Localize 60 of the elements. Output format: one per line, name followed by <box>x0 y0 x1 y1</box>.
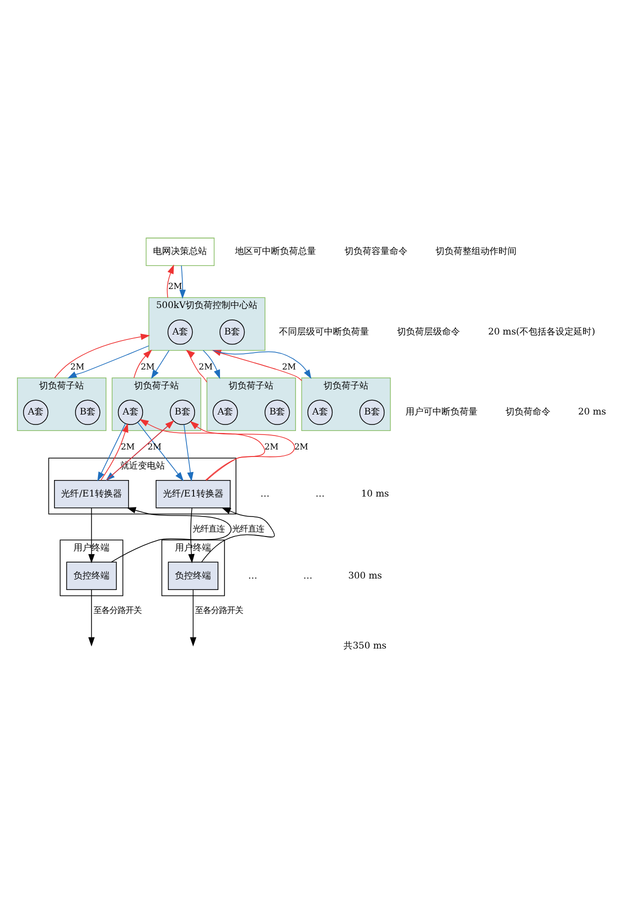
edge-label: 2M <box>294 441 308 452</box>
arrow <box>139 418 266 480</box>
edge-label: 至各分路开关 <box>93 604 142 615</box>
arrow <box>190 420 295 480</box>
arrow <box>54 333 150 378</box>
label: 20 ms <box>578 406 606 418</box>
arrow <box>190 589 196 646</box>
node-box: 负控终端 <box>168 561 218 590</box>
node-circle: A套 <box>168 318 193 344</box>
label: 20 ms(不包括各设定延时) <box>488 326 596 337</box>
arrow <box>111 506 232 562</box>
label: … <box>315 488 325 499</box>
edge-label: 2M <box>70 360 84 371</box>
label: 地区可中断负荷总量 <box>235 246 316 257</box>
label: … <box>303 570 312 581</box>
arrow <box>88 589 95 646</box>
node-circle: B套 <box>170 399 196 424</box>
arrow <box>179 264 186 298</box>
edge-label: 光纤直连 <box>232 522 264 533</box>
edge-label: 2M <box>168 280 182 291</box>
node-circle: B套 <box>264 399 290 424</box>
label: 用户可中断负荷量 <box>406 406 478 418</box>
arrow <box>166 264 174 298</box>
node-box: 光纤/E1转换器 <box>156 479 231 508</box>
label: 共350 ms <box>344 640 387 652</box>
label: 不同层级可中断负荷量 <box>278 326 369 337</box>
edge-label: 至各分路开关 <box>195 604 244 615</box>
edge-label: 2M <box>198 360 213 371</box>
label: 切负荷命令 <box>505 406 550 418</box>
node-box: 光纤/E1转换器 <box>54 479 129 508</box>
arrow <box>201 506 275 562</box>
arrow <box>137 421 184 481</box>
node-box: 负控终端 <box>66 561 117 590</box>
node-circle: A套 <box>23 399 48 424</box>
node-circle: A套 <box>307 399 333 424</box>
edge-label: 2M <box>282 360 296 371</box>
label: 10 ms <box>361 488 390 499</box>
label: … <box>248 570 258 581</box>
node-box: 电网决策总站 <box>146 237 215 266</box>
label: … <box>260 488 270 499</box>
label: 切负荷整组动作时间 <box>435 246 516 257</box>
label: 切负荷容量命令 <box>344 246 408 257</box>
edge-label: 光纤直连 <box>192 522 224 533</box>
label: 切负荷层级命令 <box>397 326 460 337</box>
edge-label: 2M <box>120 441 135 452</box>
arrow <box>184 424 194 481</box>
node-circle: B套 <box>359 399 385 424</box>
arrow <box>88 507 95 563</box>
node-circle: A套 <box>118 399 144 424</box>
arrow <box>202 350 220 378</box>
arrow <box>134 349 152 378</box>
label: 300 ms <box>348 570 382 581</box>
node-circle: B套 <box>75 399 100 424</box>
arrow <box>186 349 208 382</box>
arrow <box>151 350 170 378</box>
node-circle: B套 <box>220 318 245 344</box>
edge-label: 2M <box>140 360 155 371</box>
edge-label: 2M <box>264 441 278 452</box>
node-circle: A套 <box>212 399 238 424</box>
arrow <box>68 344 150 378</box>
